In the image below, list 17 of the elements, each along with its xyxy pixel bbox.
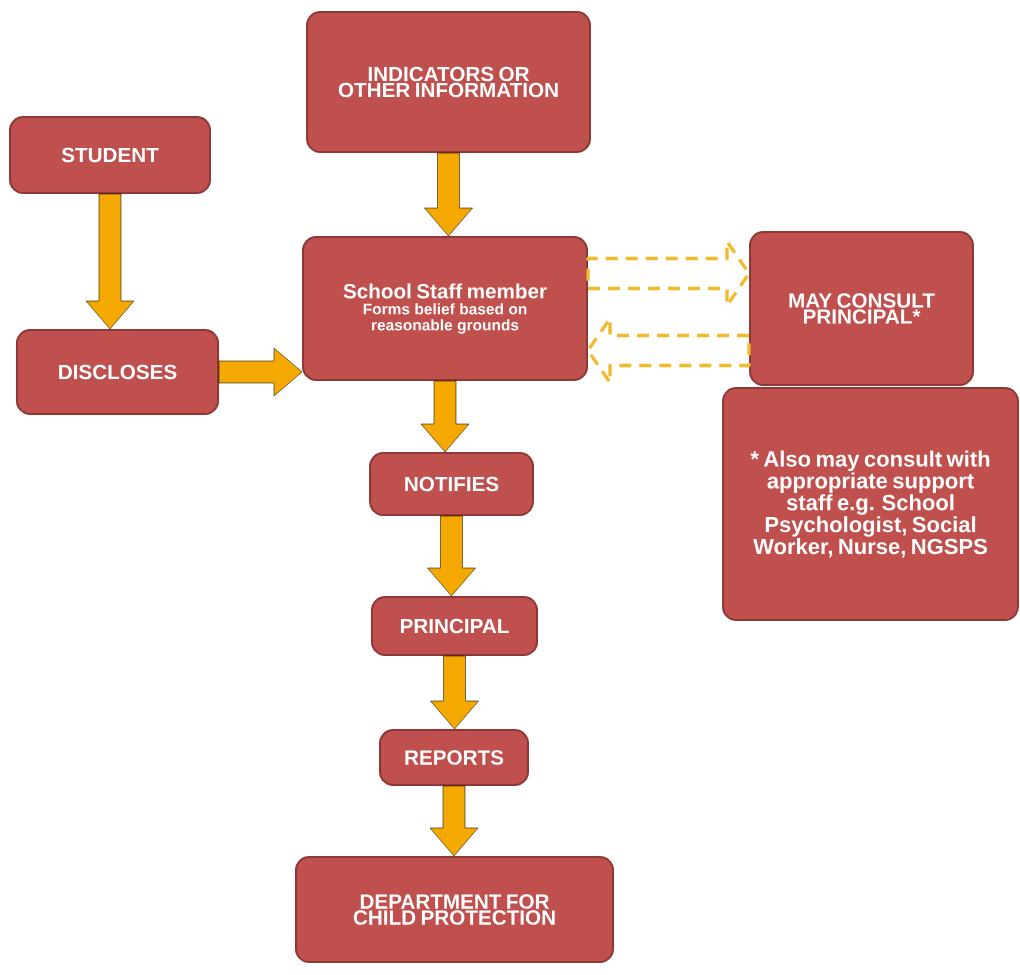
process-box: INDICATORS OR OTHER INFORMATION bbox=[306, 11, 591, 153]
block-arrow bbox=[429, 785, 479, 857]
process-box: NOTIFIES bbox=[369, 452, 534, 516]
process-box: DEPARTMENT FOR CHILD PROTECTION bbox=[294, 856, 615, 964]
process-box: STUDENT bbox=[9, 116, 211, 194]
process-box: DISCLOSES bbox=[15, 329, 220, 415]
process-box: School Staff member Forms belief based on reasonable grounds bbox=[302, 236, 588, 381]
block-arrow bbox=[218, 347, 303, 397]
block-arrow bbox=[424, 152, 473, 237]
block-arrow bbox=[427, 515, 476, 597]
block-arrow bbox=[430, 655, 479, 730]
process-box: MAY CONSULT PRINCIPAL* bbox=[749, 230, 974, 387]
process-box: * Also may consult with appropriate support staff e.g. School Psychologist, Social Worker, Nurse, NGSPS bbox=[722, 387, 1019, 621]
process-box: PRINCIPAL bbox=[370, 596, 539, 656]
process-box: REPORTS bbox=[379, 729, 529, 786]
block-arrow bbox=[85, 193, 135, 330]
block-arrow bbox=[420, 380, 470, 453]
